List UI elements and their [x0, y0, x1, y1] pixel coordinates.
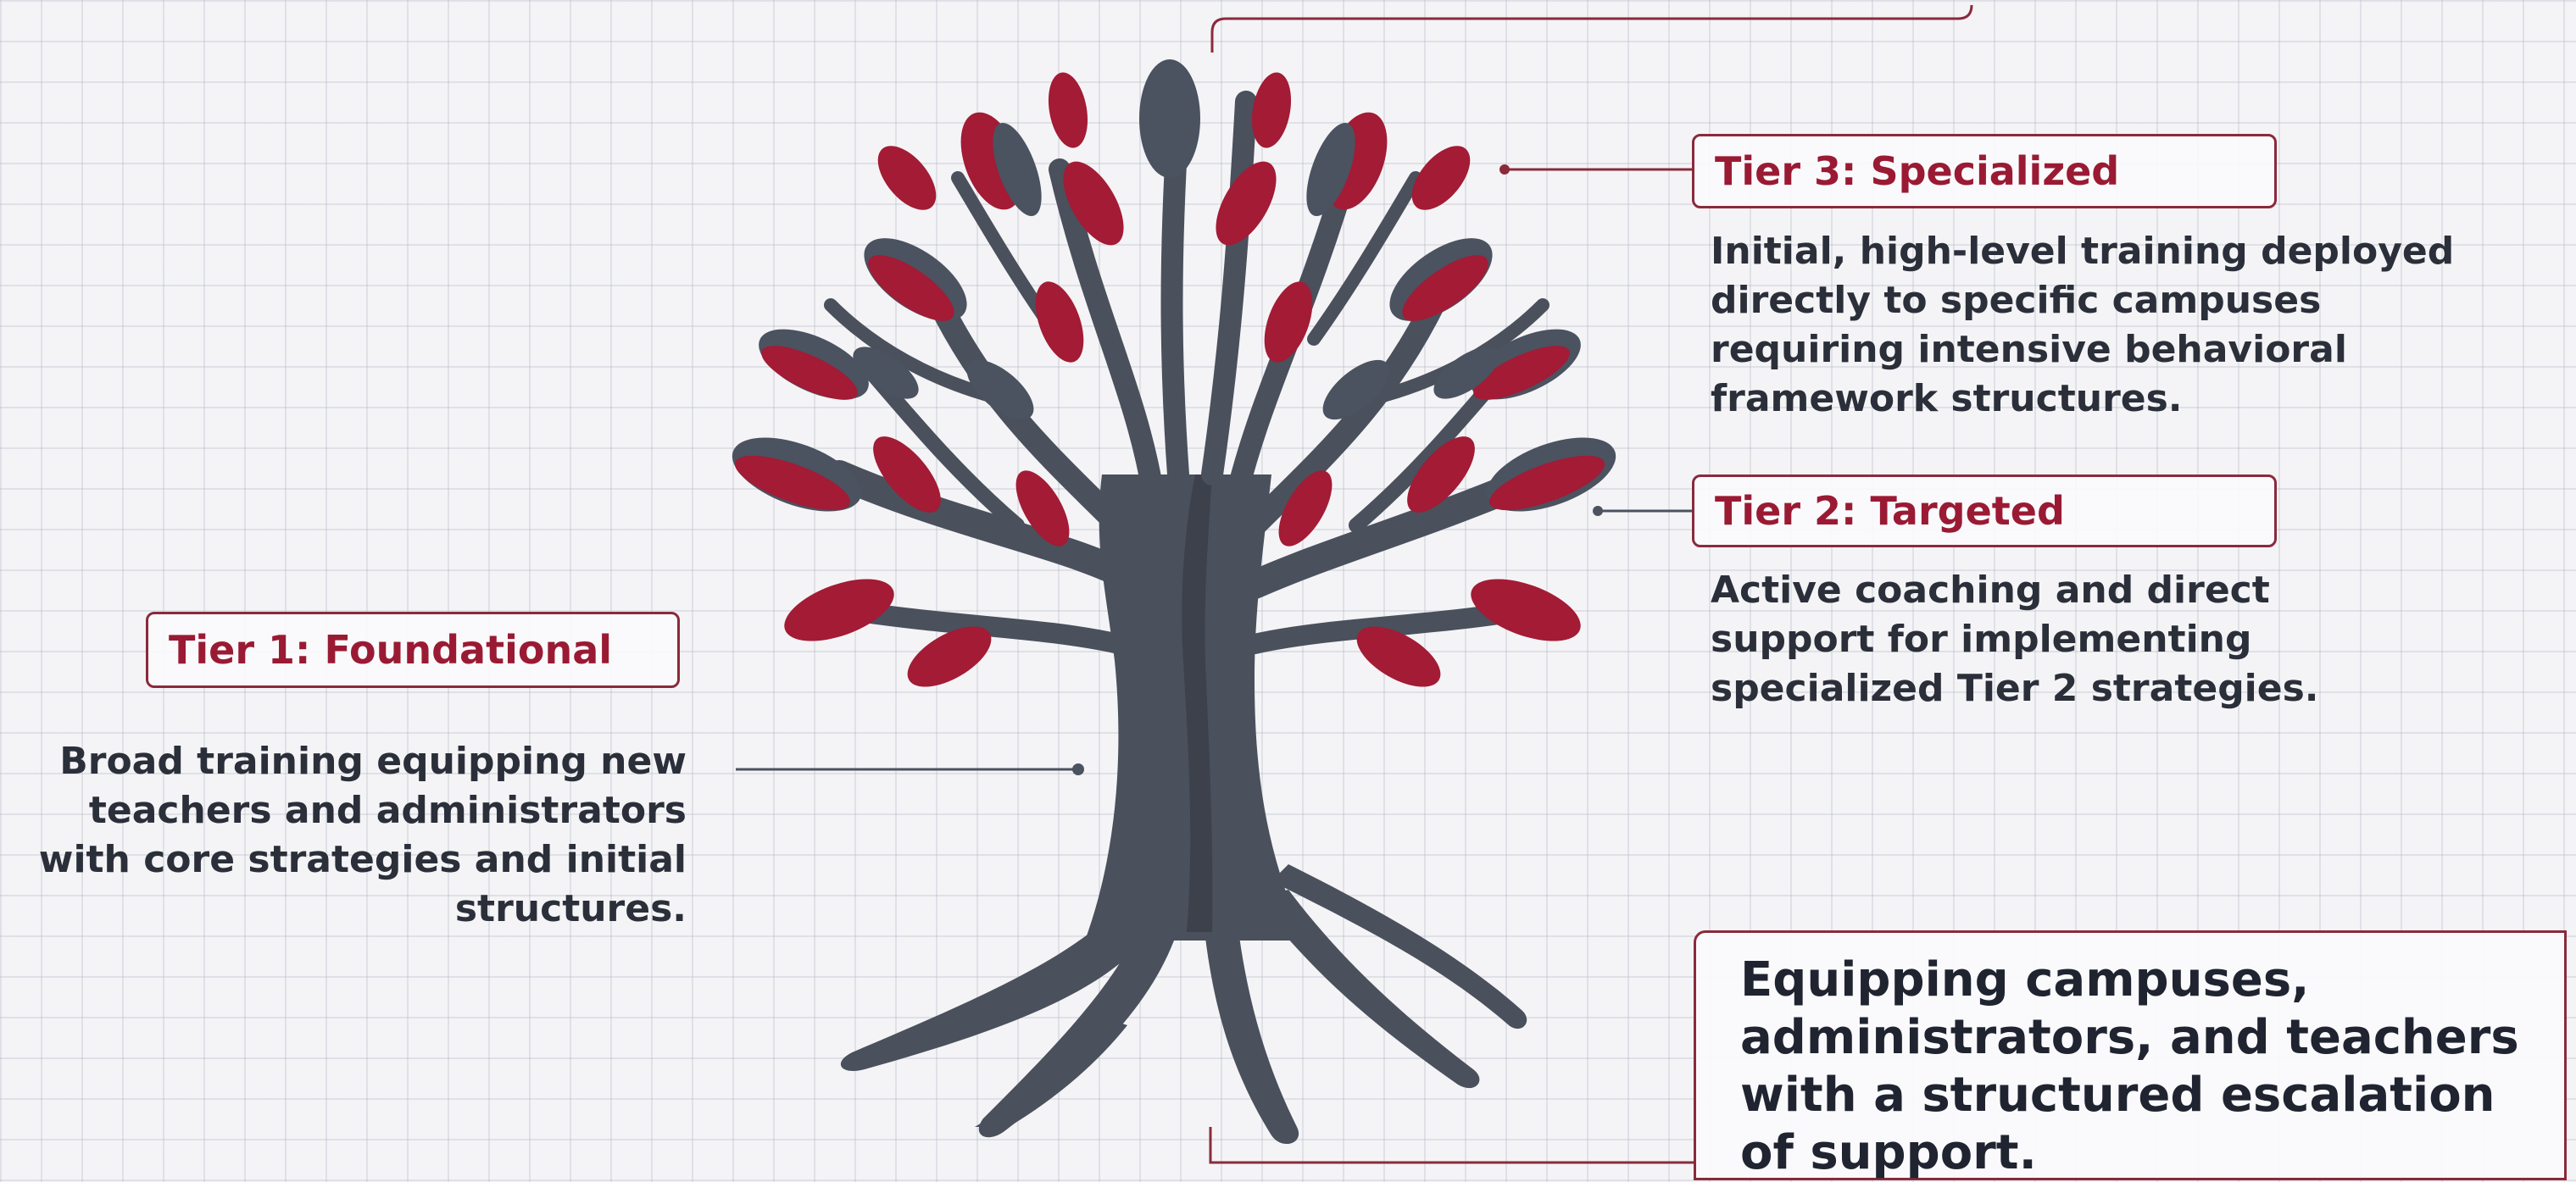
- tree-leaves: [732, 59, 1616, 687]
- tier3-connector-dot: [1499, 164, 1510, 175]
- tier2-title: Tier 2: Targeted: [1715, 488, 2065, 534]
- tier1-connector-dot: [1072, 763, 1084, 775]
- tier1-title: Tier 1: Foundational: [169, 627, 613, 673]
- summary-text: Equipping campuses, administrators, and …: [1740, 952, 2519, 1180]
- connector-lines: [736, 164, 1694, 775]
- tier2-description: Active coaching and direct support for i…: [1711, 569, 2319, 710]
- tier3-title: Tier 3: Specialized: [1715, 148, 2120, 194]
- tree-trunk-shade: [1182, 474, 1213, 932]
- tier1-title-box: Tier 1: Foundational: [146, 612, 680, 688]
- tree-icon: [732, 59, 1616, 1145]
- summary-callout: Equipping campuses, administrators, and …: [1694, 930, 2567, 1180]
- bottom-bracket-line: [1209, 1127, 1694, 1164]
- tier2-connector-dot: [1593, 506, 1603, 516]
- tier3-title-box: Tier 3: Specialized: [1692, 134, 2277, 208]
- tree-roots: [840, 864, 1527, 1145]
- top-bracket-line: [1210, 4, 1973, 53]
- tier3-description: Initial, high-level training deployed di…: [1711, 230, 2455, 420]
- tier1-description: Broad training equipping new teachers an…: [38, 740, 687, 930]
- tier2-title-box: Tier 2: Targeted: [1692, 474, 2277, 547]
